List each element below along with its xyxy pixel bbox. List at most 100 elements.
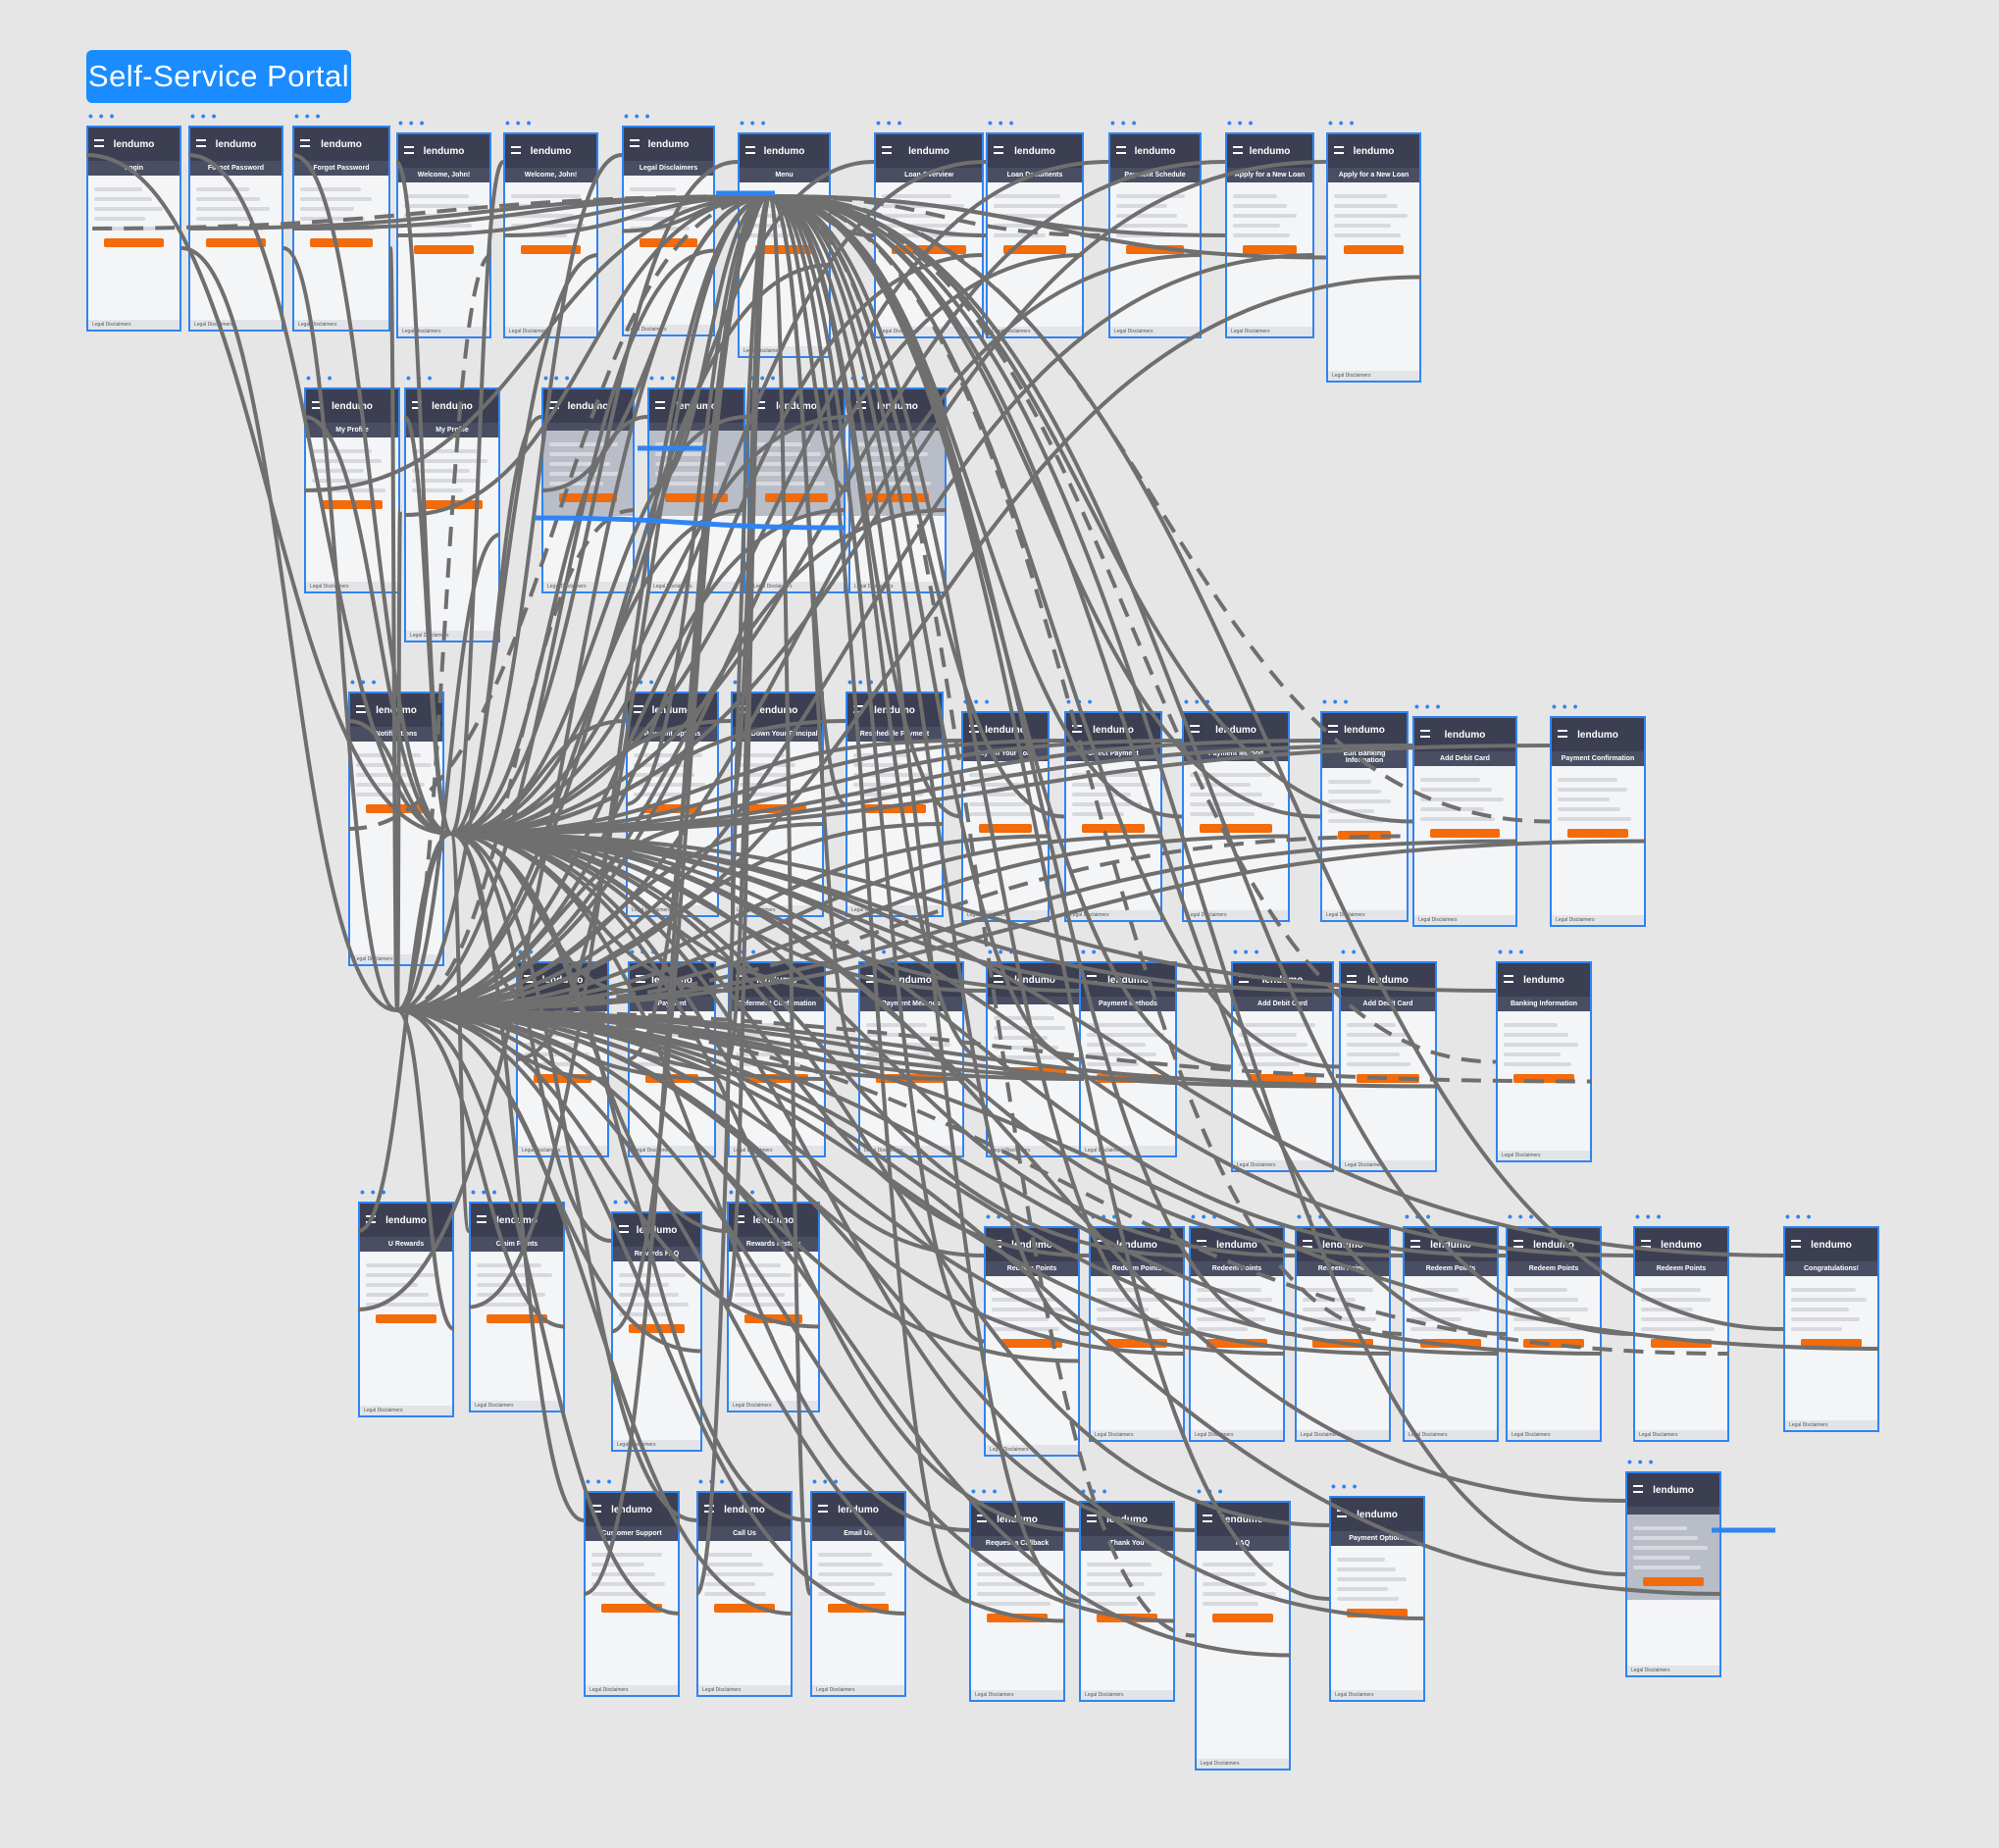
prototype-link[interactable]: [502, 194, 771, 237]
prototype-link[interactable]: [450, 832, 1330, 1527]
primary-button[interactable]: [1643, 1577, 1704, 1586]
legal-footer[interactable]: Legal Disclaimers: [1552, 915, 1644, 925]
prototype-link[interactable]: [515, 194, 771, 1061]
hamburger-icon[interactable]: [853, 705, 863, 713]
legal-footer[interactable]: Legal Disclaimers: [1191, 1430, 1283, 1440]
hamburger-icon[interactable]: [882, 146, 892, 154]
primary-button[interactable]: [1243, 245, 1297, 254]
prototype-link[interactable]: [187, 153, 452, 836]
primary-button[interactable]: [310, 238, 373, 247]
hamburger-icon[interactable]: [1334, 146, 1344, 154]
primary-button[interactable]: [1082, 824, 1145, 833]
prototype-link[interactable]: [396, 1008, 794, 1616]
primary-button[interactable]: [1357, 1074, 1419, 1083]
primary-button[interactable]: [765, 493, 828, 502]
prototype-link[interactable]: [769, 194, 1784, 1331]
prototype-link[interactable]: [625, 194, 771, 806]
prototype-link[interactable]: [450, 415, 648, 836]
artboard-menu-icon[interactable]: • • •: [1508, 1208, 1535, 1224]
prototype-link[interactable]: [694, 194, 772, 1596]
hamburger-icon[interactable]: [1641, 1240, 1651, 1248]
legal-footer[interactable]: Legal Disclaimers: [1405, 1430, 1497, 1440]
legal-footer[interactable]: Legal Disclaimers: [1233, 1160, 1332, 1170]
prototype-link[interactable]: [450, 832, 585, 1522]
legal-footer[interactable]: Legal Disclaimers: [613, 1440, 700, 1450]
prototype-link[interactable]: [396, 1008, 1730, 1356]
legal-footer[interactable]: Legal Disclaimers: [1227, 327, 1312, 336]
primary-button[interactable]: [206, 238, 266, 247]
legal-footer[interactable]: Legal Disclaimers: [1498, 1151, 1590, 1160]
primary-button[interactable]: [1206, 1339, 1267, 1348]
hamburger-icon[interactable]: [356, 705, 366, 713]
prototype-link[interactable]: [769, 194, 1109, 237]
hamburger-icon[interactable]: [1633, 1485, 1643, 1493]
artboard-menu-icon[interactable]: • • •: [1414, 698, 1442, 714]
legal-footer[interactable]: Legal Disclaimers: [1331, 1690, 1423, 1700]
artboard-menu-icon[interactable]: • • •: [988, 115, 1015, 130]
prototype-link[interactable]: [396, 253, 1315, 1012]
hamburger-icon[interactable]: [1233, 146, 1243, 154]
hamburger-icon[interactable]: [477, 1215, 487, 1223]
primary-button[interactable]: [601, 1604, 662, 1613]
artboard-menu-icon[interactable]: • • •: [1498, 944, 1525, 959]
prototype-link[interactable]: [396, 1008, 1066, 1623]
hamburger-icon[interactable]: [1410, 1240, 1420, 1248]
prototype-link[interactable]: [450, 832, 1296, 1258]
prototype-link[interactable]: [450, 415, 748, 836]
legal-footer[interactable]: Legal Disclaimers: [729, 1401, 818, 1411]
hamburger-icon[interactable]: [1791, 1240, 1801, 1248]
hamburger-icon[interactable]: [511, 146, 521, 154]
hamburger-icon[interactable]: [619, 1225, 629, 1233]
artboard-menu-icon[interactable]: • • •: [1110, 115, 1138, 130]
hamburger-icon[interactable]: [300, 139, 310, 147]
artboard-menu-icon[interactable]: • • •: [1081, 1483, 1108, 1499]
prototype-link[interactable]: [450, 415, 542, 836]
prototype-link[interactable]: [396, 253, 599, 1012]
prototype-link[interactable]: [282, 246, 398, 1012]
prototype-link[interactable]: [769, 194, 1634, 1336]
prototype-link[interactable]: [347, 719, 452, 836]
hamburger-icon[interactable]: [977, 1514, 987, 1522]
legal-footer[interactable]: Legal Disclaimers: [586, 1685, 678, 1695]
hamburger-icon[interactable]: [1203, 1514, 1212, 1522]
prototype-link[interactable]: [450, 832, 1497, 993]
hamburger-icon[interactable]: [312, 401, 322, 409]
legal-footer[interactable]: Legal Disclaimers: [518, 1146, 607, 1155]
primary-button[interactable]: [1249, 1074, 1316, 1083]
hamburger-icon[interactable]: [655, 401, 665, 409]
prototype-link[interactable]: [769, 194, 1296, 1336]
prototype-link[interactable]: [769, 194, 987, 1061]
prototype-link[interactable]: [396, 847, 445, 1012]
hamburger-icon[interactable]: [1087, 1514, 1097, 1522]
prototype-link[interactable]: [769, 194, 859, 1061]
hamburger-icon[interactable]: [634, 705, 643, 713]
primary-button[interactable]: [1430, 829, 1500, 838]
hamburger-icon[interactable]: [994, 146, 1003, 154]
prototype-link[interactable]: [450, 832, 1507, 1258]
hamburger-icon[interactable]: [818, 1505, 828, 1513]
primary-button[interactable]: [376, 1314, 436, 1323]
prototype-link[interactable]: [396, 1008, 1176, 1623]
prototype-link[interactable]: [396, 253, 492, 1012]
prototype-link[interactable]: [769, 194, 1497, 1064]
hamburger-icon[interactable]: [1420, 730, 1430, 738]
prototype-link[interactable]: [396, 822, 720, 1012]
prototype-link[interactable]: [646, 194, 771, 492]
primary-button[interactable]: [414, 245, 474, 254]
prototype-link[interactable]: [468, 194, 771, 1309]
legal-footer[interactable]: Legal Disclaimers: [812, 1685, 904, 1695]
prototype-link[interactable]: [396, 1008, 1500, 1356]
artboard-menu-icon[interactable]: • • •: [1331, 1478, 1358, 1494]
primary-button[interactable]: [714, 1604, 775, 1613]
artboard-menu-icon[interactable]: • • •: [1322, 693, 1350, 709]
prototype-link[interactable]: [357, 832, 452, 1233]
primary-button[interactable]: [1801, 1339, 1862, 1348]
prototype-link[interactable]: [769, 194, 985, 1344]
hamburger-icon[interactable]: [630, 139, 640, 147]
